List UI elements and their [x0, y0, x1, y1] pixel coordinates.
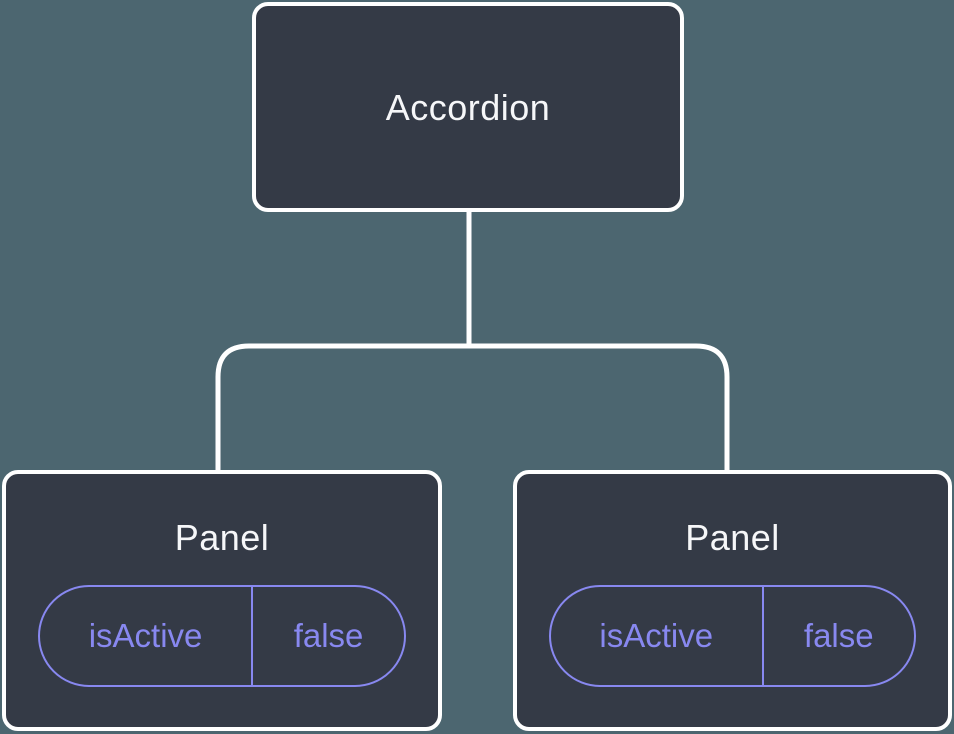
panel-node-label: Panel: [174, 517, 270, 558]
state-value: false: [761, 587, 914, 685]
panel-node-label: Panel: [685, 517, 780, 558]
state-pill: isActive false: [549, 585, 916, 687]
child-node-panel-left: Panel isActive false: [2, 470, 442, 731]
state-pill: isActive false: [38, 585, 406, 687]
root-node-label: Accordion: [385, 86, 551, 128]
state-key: isActive: [88, 617, 203, 654]
state-key: isActive: [599, 617, 714, 654]
bracket-to-children-line: [215, 343, 730, 472]
child-node-panel-right: Panel isActive false: [513, 470, 952, 731]
root-node-accordion: Accordion: [252, 2, 684, 212]
state-value: false: [251, 587, 404, 685]
